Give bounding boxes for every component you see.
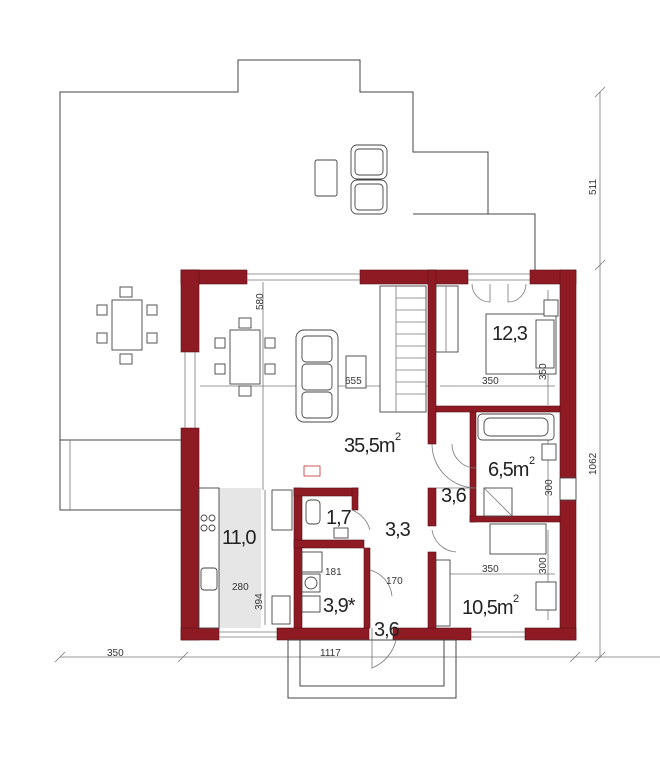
bedroom-top-furniture (435, 283, 559, 375)
room-label-bathroom: 6,5m (488, 459, 529, 481)
svg-text:2: 2 (513, 593, 519, 605)
room-label-vestibule: 3,6 (374, 619, 400, 641)
dim-280: 280 (232, 582, 249, 593)
dim-350-bedroom: 350 (482, 564, 499, 575)
bedroom-bottom-furniture (431, 523, 557, 627)
dimension-labels: 580 655 350 350 300 300 350 181 170 280 … (107, 179, 599, 659)
dim-350-top: 350 (482, 376, 499, 387)
svg-text:2: 2 (395, 431, 401, 443)
dim-655: 655 (345, 376, 362, 387)
room-label-bedroom-bottom: 10,5m (462, 597, 513, 619)
terrace-lounge-furniture (314, 144, 388, 215)
dim-350-left: 350 (107, 648, 124, 659)
walls (180, 269, 577, 641)
kitchen-fittings (198, 487, 293, 629)
dim-181: 181 (325, 567, 342, 578)
room-label-kitchen: 11,0 (222, 527, 256, 549)
utility-fittings (301, 551, 393, 613)
dim-350-vertical: 350 (538, 363, 549, 380)
dim-1117: 1117 (320, 648, 341, 659)
svg-text:2: 2 (529, 455, 535, 467)
room-label-corridor: 3,6 (441, 485, 467, 507)
bathroom-fittings (451, 413, 557, 517)
room-labels: 35,5m 2 12,3 6,5m 2 11,0 1,7 3,3 3,6 3,9… (222, 323, 535, 641)
room-label-wc: 1,7 (326, 507, 352, 529)
dim-394: 394 (254, 593, 265, 610)
dim-300-bathroom: 300 (544, 479, 555, 496)
dim-300-bedroom: 300 (538, 557, 549, 574)
wc-fittings (305, 499, 371, 539)
terrace-outline (59, 59, 536, 511)
room-label-bedroom-top: 12,3 (492, 323, 528, 345)
windows (184, 273, 577, 638)
terrace-dining-set (96, 286, 158, 365)
dim-170: 170 (386, 576, 403, 587)
dim-1062: 1062 (588, 452, 599, 475)
living-dining-furniture (214, 285, 477, 489)
room-label-hall: 3,3 (385, 519, 411, 541)
room-label-living: 35,5m (344, 435, 395, 457)
dim-511: 511 (588, 179, 599, 195)
entrance-porch (287, 628, 457, 699)
room-label-utility: 3,9* (323, 595, 356, 617)
dim-580: 580 (255, 293, 266, 310)
